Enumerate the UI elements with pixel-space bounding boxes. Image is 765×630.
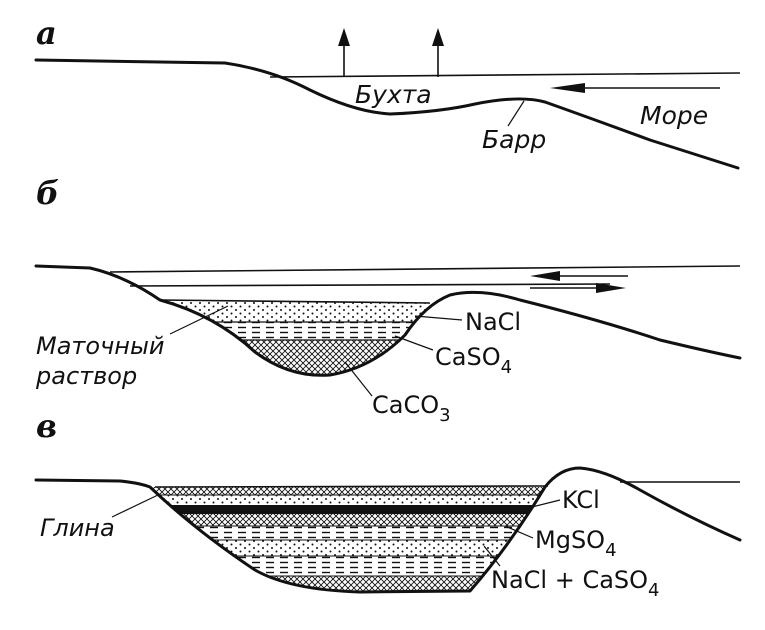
caso4-leader-b — [394, 335, 434, 351]
panel-b: б Маточный раствор NaCl — [34, 174, 742, 426]
layer-kcl-dots-c — [150, 495, 545, 505]
clay-leader — [111, 493, 161, 518]
label-bar: Барр — [482, 125, 546, 154]
caco3-b-sub: 3 — [439, 405, 450, 426]
label-brine-line2: раствор — [35, 362, 137, 390]
label-nacl-b: NaCl — [465, 308, 521, 336]
label-caco3-b: CaCO3 — [372, 391, 451, 426]
kcl-leader — [519, 499, 561, 511]
caco3-leader-b — [344, 361, 373, 397]
label-bay: Бухта — [355, 80, 432, 109]
label-nacl-caso4: NaCl + CaSO4 — [491, 566, 660, 601]
layer-top-hatch-c — [150, 487, 545, 495]
nacl-caso4-main: NaCl + CaSO — [491, 566, 648, 594]
bar-leader — [507, 100, 525, 127]
seabed-profile-c — [34, 466, 742, 594]
label-kcl: KCl — [562, 486, 600, 514]
label-caso4-b: CaSO4 — [435, 343, 512, 378]
panel-letter-b: б — [36, 174, 59, 212]
water-surface-b1 — [109, 265, 741, 273]
exchange-arrow-left — [530, 271, 628, 281]
evaporation-arrow-2 — [432, 28, 444, 77]
layer-kcl-c — [150, 505, 545, 514]
water-surface-c1 — [154, 485, 549, 488]
caco3-b-main: CaCO — [372, 391, 439, 419]
panel-letter-a: а — [36, 14, 57, 52]
evaporation-arrow-1 — [338, 28, 350, 77]
panel-a: а Бухта Барр Море — [34, 14, 741, 170]
brine-leader — [169, 305, 229, 335]
panel-c: в Глина KCl MgSO4 — [34, 407, 742, 601]
inflow-arrow-a — [550, 83, 720, 93]
nacl-leader-b — [414, 315, 463, 321]
label-brine-line1: Маточный — [36, 332, 165, 360]
caso4-b-main: CaSO — [435, 343, 501, 371]
seabed-profile-b — [34, 264, 742, 377]
layer-nacl-b — [160, 300, 430, 322]
label-mgso4: MgSO4 — [535, 526, 617, 561]
layer-caso4-b — [160, 322, 430, 340]
water-surface-b2 — [129, 283, 611, 287]
nacl-caso4-leader — [483, 545, 501, 567]
layer-nacl-c — [150, 540, 545, 556]
layer-mgso4-c — [150, 526, 545, 540]
mgso4-sub: 4 — [605, 540, 616, 561]
exchange-arrow-right — [530, 283, 626, 293]
nacl-caso4-sub: 4 — [648, 580, 659, 601]
layer-mgso4-hatch-c — [150, 514, 545, 526]
seabed-profile-a — [34, 58, 740, 170]
panel-letter-c: в — [36, 407, 57, 445]
label-sea: Море — [640, 101, 708, 130]
label-clay: Глина — [40, 514, 115, 542]
mgso4-main: MgSO — [535, 526, 605, 554]
water-surface-a — [269, 72, 741, 78]
brine-surface-b — [159, 299, 431, 304]
caso4-b-sub: 4 — [501, 357, 512, 378]
mgso4-leader — [504, 525, 534, 539]
